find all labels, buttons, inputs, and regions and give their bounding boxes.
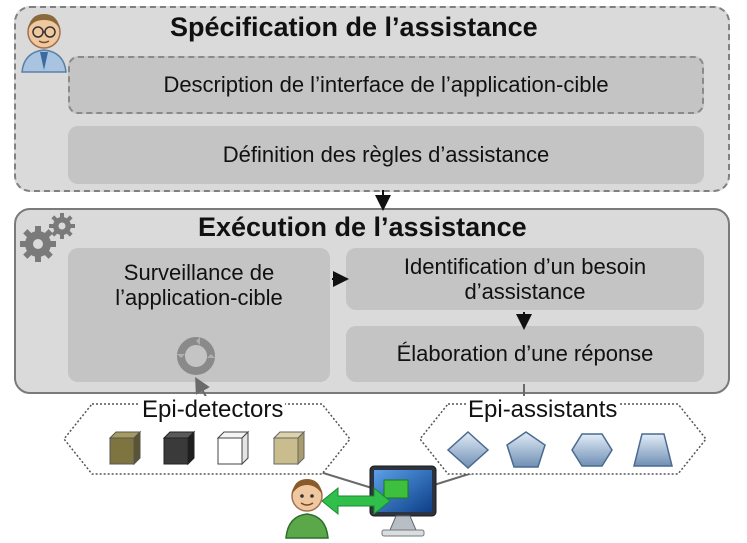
cube-olive-icon bbox=[108, 430, 142, 466]
cube-white-icon bbox=[216, 430, 250, 466]
epi-assistant-shapes bbox=[446, 430, 673, 470]
rules-definition-label: Définition des règles d’assistance bbox=[222, 142, 550, 168]
monitoring-box: Surveillance de l’application-cible bbox=[68, 248, 330, 382]
trapezoid-shape-icon bbox=[633, 433, 673, 467]
monitoring-label: Surveillance de l’application-cible bbox=[115, 260, 283, 311]
cube-beige-icon bbox=[272, 430, 306, 466]
pentagon-shape-icon bbox=[506, 431, 546, 468]
rules-definition-box: Définition des règles d’assistance bbox=[68, 126, 704, 184]
person-icon bbox=[21, 14, 67, 73]
epi-detectors-label: Epi-detectors bbox=[140, 396, 286, 424]
execution-title: Exécution de l’assistance bbox=[198, 212, 527, 242]
epi-assistants-label: Epi-assistants bbox=[466, 396, 620, 424]
bidirectional-arrow-icon bbox=[321, 486, 391, 516]
epi-detector-cubes bbox=[108, 430, 306, 466]
interface-description-box: Description de l’interface de l’applicat… bbox=[68, 56, 704, 114]
diamond-shape-icon bbox=[446, 430, 490, 470]
response-box: Élaboration d’une réponse bbox=[346, 326, 704, 382]
identification-box: Identification d’un besoin d’assistance bbox=[346, 248, 704, 310]
hexagon-shape-icon bbox=[571, 433, 613, 467]
cube-black-icon bbox=[162, 430, 196, 466]
interface-description-label: Description de l’interface de l’applicat… bbox=[163, 72, 609, 98]
user-avatar-icon bbox=[285, 479, 329, 539]
identification-label: Identification d’un besoin d’assistance bbox=[403, 253, 647, 304]
response-label: Élaboration d’une réponse bbox=[396, 341, 654, 367]
specification-title: Spécification de l’assistance bbox=[170, 12, 538, 42]
gears-icon bbox=[20, 213, 75, 262]
cycle-arrows-icon bbox=[177, 337, 215, 375]
